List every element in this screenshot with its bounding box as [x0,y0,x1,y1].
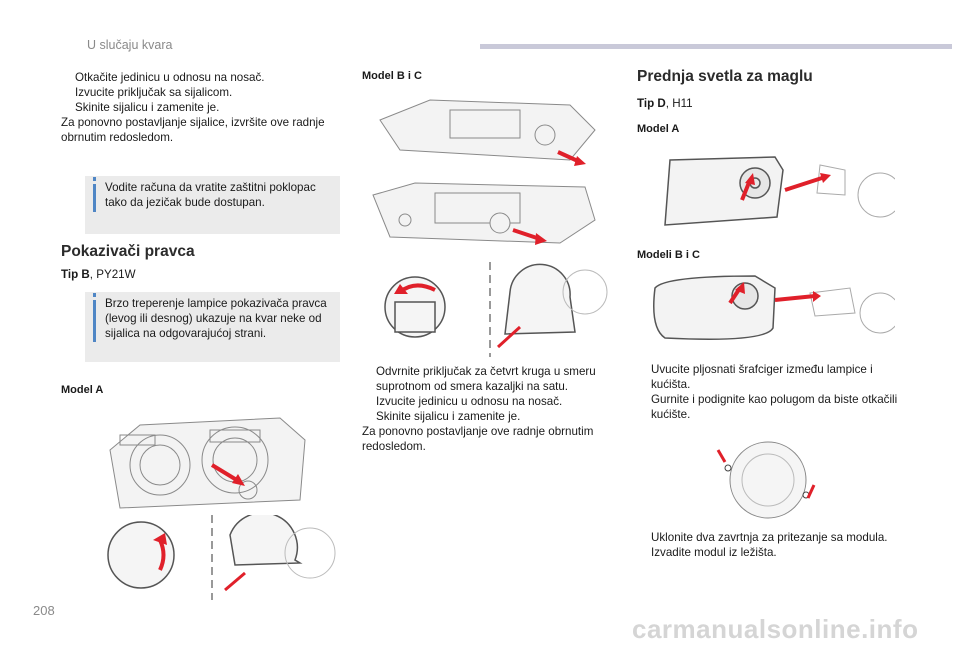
step-text: Izvucite jedinicu u odnosu na nosač. [376,395,563,408]
model-label: Model B i C [362,70,422,82]
headlamp-model-a-figure [109,417,306,509]
note-box: Brzo treperenje lampice pokazivača pravc… [85,292,340,362]
col3-steps1: Uvucite pljosnati šrafciger između lampi… [637,362,899,422]
model-label: Model A [61,384,104,396]
section-title: Prednja svetla za maglu [637,68,813,85]
paragraph: Za ponovno postavljanje ove radnje obrnu… [362,425,594,453]
note-text: Vodite računa da vratite zaštitni poklop… [105,181,316,209]
step: Uvucite pljosnati šrafciger između lampi… [637,362,899,392]
type-bold: Tip B [61,268,90,281]
col2-steps: Odvrnite priključak za četvrt kruga u sm… [362,364,624,454]
step: Uklonite dva zavrtnja za pritezanje sa m… [637,530,899,545]
connector-rotation-figure [384,262,608,357]
step-text: Gurnite i podignite kao polugom da biste… [651,393,898,421]
step: Izvucite priključak sa sijalicom. [61,85,341,100]
step-text: Izvucite priključak sa sijalicom. [75,86,233,99]
step-text: Izvadite modul iz ležišta. [651,546,777,559]
foglamp-model-a-figure [664,156,895,226]
type-rest: , PY21W [89,268,136,281]
col1-steps: Otkačite jedinicu u odnosu na nosač. Izv… [61,70,341,145]
bulb-type: Tip B, PY21W [61,268,136,281]
step-text: Uvucite pljosnati šrafciger između lampi… [651,363,873,391]
note-text: Brzo treperenje lampice pokazivača pravc… [105,297,327,340]
section-title: Pokazivači pravca [61,243,195,260]
info-icon [93,177,96,212]
cap-rotation-figure [107,515,336,600]
headlamp-model-bc-bottom-figure [372,182,596,245]
step: Gurnite i podignite kao polugom da biste… [637,392,899,422]
watermark: carmanualsonline.info [632,614,919,644]
foglamp-model-bc-figure [653,275,895,340]
step: Skinite sijalicu i zamenite je. [61,100,341,115]
step: Otkačite jedinicu u odnosu na nosač. [61,70,341,85]
header-title: U slučaju kvara [87,38,173,52]
type-rest: , H11 [665,97,693,110]
type-bold: Tip D [637,97,666,110]
step: Izvucite jedinicu u odnosu na nosač. [362,394,624,409]
step-text: Skinite sijalicu i zamenite je. [376,410,521,423]
info-icon [93,293,96,342]
step-text: Odvrnite priključak za četvrt kruga u sm… [376,365,596,393]
bulb-type: Tip D, H11 [637,97,693,110]
model-label: Model A [637,123,680,135]
step: Skinite sijalicu i zamenite je. [362,409,624,424]
step-text: Otkačite jedinicu u odnosu na nosač. [75,71,265,84]
paragraph: Za ponovno postavljanje sijalice, izvrši… [61,116,325,144]
note-box: Vodite računa da vratite zaštitni poklop… [85,176,340,234]
step: Izvadite modul iz ležišta. [637,545,899,560]
page-number: 208 [33,603,55,618]
step: Odvrnite priključak za četvrt kruga u sm… [362,364,624,394]
headlamp-model-bc-top-figure [379,99,596,166]
step-text: Skinite sijalicu i zamenite je. [75,101,220,114]
step-text: Uklonite dva zavrtnja za pritezanje sa m… [651,531,888,544]
model-label: Modeli B i C [637,249,700,261]
header-bar [480,44,952,49]
col3-steps2: Uklonite dva zavrtnja za pritezanje sa m… [637,530,899,560]
foglamp-module-figure [716,441,816,519]
